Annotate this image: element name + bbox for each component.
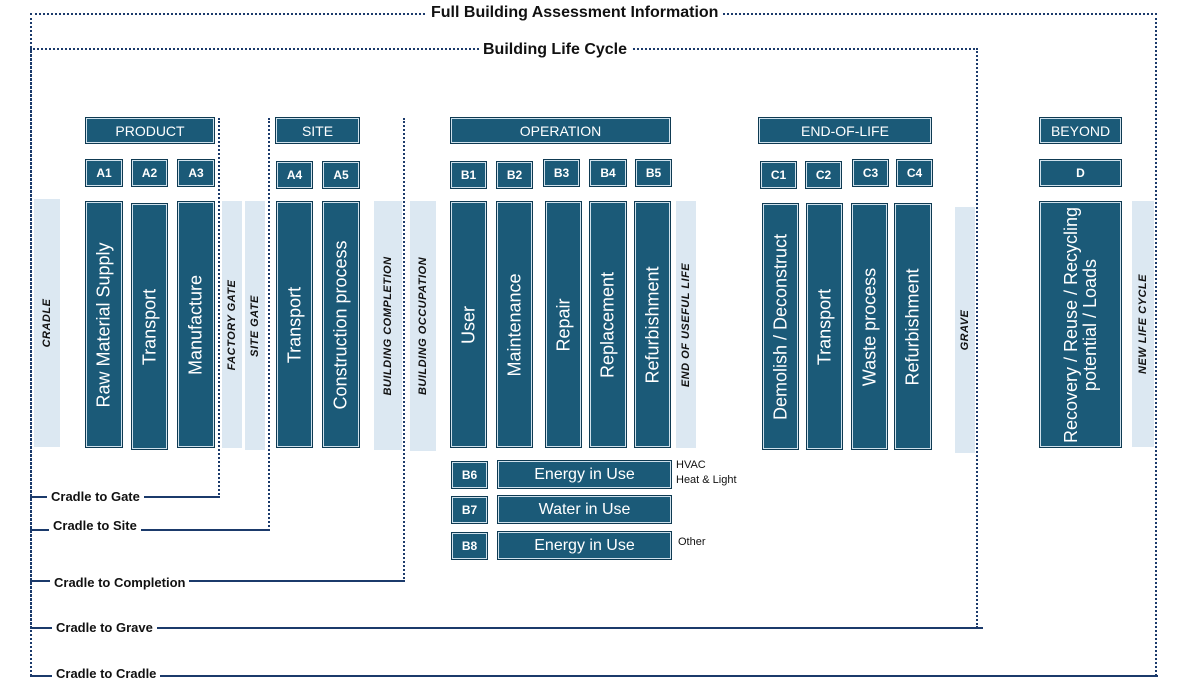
module-a3-manufacture: Manufacture xyxy=(177,201,215,448)
stage-header-operation: OPERATION xyxy=(450,117,671,144)
module-code-c2: C2 xyxy=(805,161,842,189)
module-c2-transport: Transport xyxy=(806,203,843,450)
scope-riser-cradle-to-site xyxy=(268,118,270,531)
scope-line-cradle-to-grave xyxy=(30,627,983,629)
module-b4-replacement: Replacement xyxy=(589,201,627,448)
scope-label-cradle-to-site: Cradle to Site xyxy=(49,518,141,533)
milestone-end-of-useful-life: END OF USEFUL LIFE xyxy=(676,201,696,448)
module-b7-water-in-use: Water in Use xyxy=(497,495,672,524)
module-code-c4: C4 xyxy=(896,159,933,187)
scope-label-cradle-to-completion: Cradle to Completion xyxy=(50,575,190,590)
b6-note: HVAC Heat & Light xyxy=(676,459,737,486)
scope-label-cradle-to-cradle: Cradle to Cradle xyxy=(52,666,161,681)
module-code-b2: B2 xyxy=(496,161,533,189)
module-a5-construction-process: Construction process xyxy=(322,201,360,448)
scope-label-cradle-to-gate: Cradle to Gate xyxy=(47,489,144,504)
stage-header-end-of-life: END-OF-LIFE xyxy=(758,117,932,144)
module-code-c1: C1 xyxy=(760,161,797,189)
module-a4-transport: Transport xyxy=(276,201,313,448)
stage-header-beyond: BEYOND xyxy=(1039,117,1122,144)
module-code-b8: B8 xyxy=(451,532,488,560)
module-code-b6: B6 xyxy=(451,461,488,489)
scope-line-cradle-to-completion xyxy=(30,580,405,582)
full-assessment-title: Full Building Assessment Information xyxy=(427,4,723,22)
milestone-cradle: CRADLE xyxy=(34,199,60,447)
module-b8-energy-in-use: Energy in Use xyxy=(497,531,672,560)
scope-line-cradle-to-cradle xyxy=(30,675,1158,677)
module-b2-maintenance: Maintenance xyxy=(496,201,533,448)
module-code-b4: B4 xyxy=(589,159,627,187)
scope-riser-cradle-to-gate xyxy=(218,118,220,498)
module-code-b7: B7 xyxy=(451,496,488,524)
scope-label-cradle-to-grave: Cradle to Grave xyxy=(52,620,157,635)
module-code-b3: B3 xyxy=(543,159,580,187)
milestone-factory-gate: FACTORY GATE xyxy=(222,201,242,448)
stage-header-product: PRODUCT xyxy=(85,117,215,144)
stage-header-site: SITE xyxy=(275,117,360,144)
milestone-site-gate: SITE GATE xyxy=(245,201,265,450)
module-a1-raw-material-supply: Raw Material Supply xyxy=(85,201,123,448)
module-code-a5: A5 xyxy=(322,161,360,189)
module-code-b5: B5 xyxy=(635,159,672,187)
module-code-b1: B1 xyxy=(450,161,487,189)
milestone-building-occupation: BUILDING OCCUPATION xyxy=(410,201,436,451)
scope-riser-cradle-to-completion xyxy=(403,118,405,582)
module-code-a3: A3 xyxy=(177,159,215,187)
module-c3-waste-process: Waste process xyxy=(851,203,888,450)
module-b3-repair: Repair xyxy=(545,201,582,448)
module-a2-transport: Transport xyxy=(131,203,168,450)
milestone-new-life-cycle: NEW LIFE CYCLE xyxy=(1132,201,1154,447)
milestone-building-completion: BUILDING COMPLETION xyxy=(374,201,402,450)
module-b1-user: User xyxy=(450,201,487,448)
module-b6-energy-in-use: Energy in Use xyxy=(497,460,672,489)
module-code-c3: C3 xyxy=(852,159,889,187)
module-code-a4: A4 xyxy=(276,161,313,189)
b8-note: Other xyxy=(678,536,706,548)
milestone-grave: GRAVE xyxy=(955,207,975,453)
scope-line-cradle-to-site xyxy=(30,529,270,531)
module-c4-refurbishment: Refurbishment xyxy=(894,203,932,450)
module-b5-refurbishment: Refurbishment xyxy=(634,201,671,448)
module-code-a1: A1 xyxy=(85,159,123,187)
module-c1-demolish-deconstruct: Demolish / Deconstruct xyxy=(762,203,799,450)
module-code-d: D xyxy=(1039,159,1122,187)
module-code-a2: A2 xyxy=(131,159,168,187)
life-cycle-title: Building Life Cycle xyxy=(479,41,632,59)
